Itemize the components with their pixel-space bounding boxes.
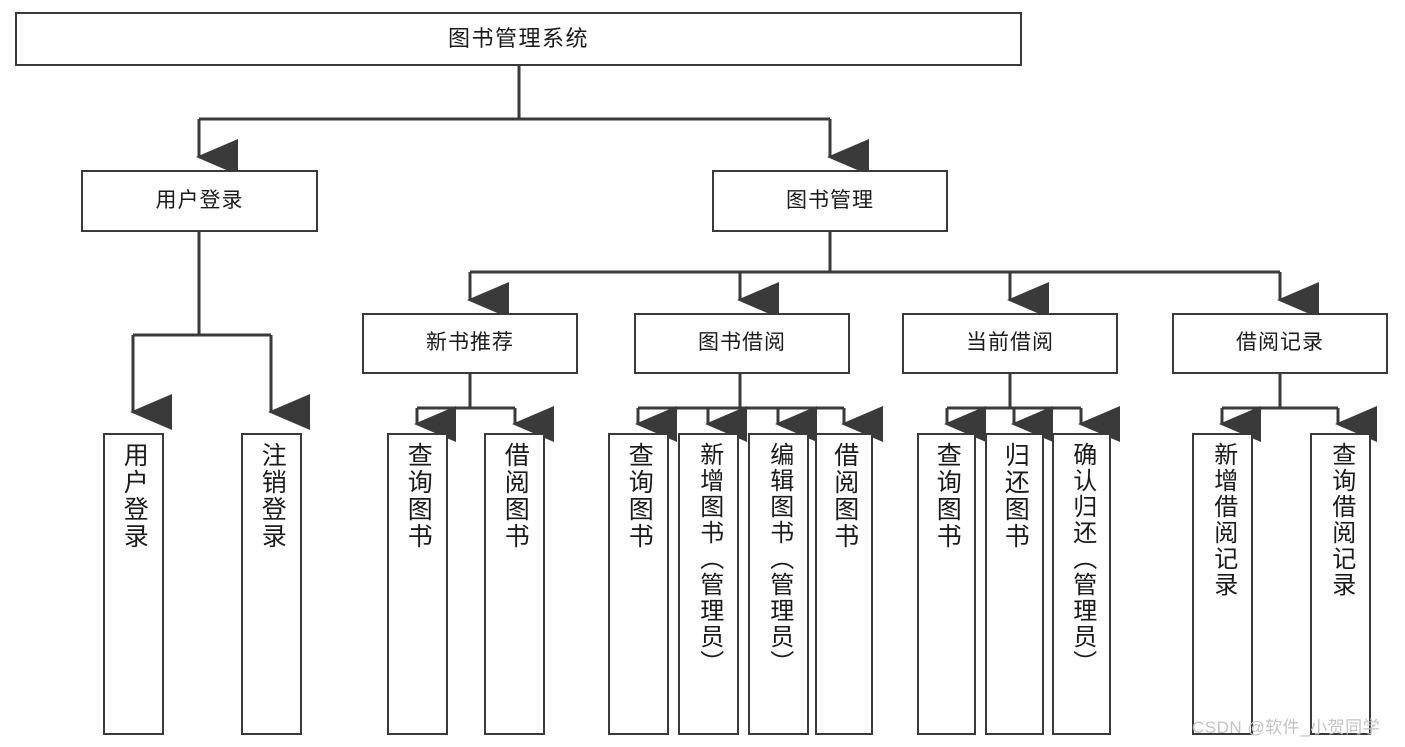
node-label: 确认归还（管理员）	[1068, 442, 1096, 676]
leaf-new-book-borrow-book[interactable]: 借阅图书	[484, 433, 545, 735]
node-label: 编辑图书（管理员）	[765, 442, 793, 676]
node-current-borrow[interactable]: 当前借阅	[902, 313, 1118, 374]
node-label: 借阅图书	[501, 442, 530, 550]
node-label: 新增图书（管理员）	[695, 442, 723, 676]
csdn-watermark: CSDN @软件_小贺同学	[1192, 718, 1381, 737]
node-user-login[interactable]: 用户登录	[81, 170, 318, 232]
leaf-borrow-record-add-record[interactable]: 新增借阅记录	[1192, 433, 1253, 735]
leaf-book-borrow-add-book-admin[interactable]: 新增图书（管理员）	[678, 433, 739, 735]
node-book-management[interactable]: 图书管理	[712, 170, 948, 232]
node-label: 图书管理	[786, 188, 874, 212]
leaf-current-borrow-return-book[interactable]: 归还图书	[985, 433, 1044, 735]
node-label: 用户登录	[120, 442, 149, 550]
node-root-book-management-system[interactable]: 图书管理系统	[15, 12, 1022, 66]
leaf-current-borrow-query-book[interactable]: 查询图书	[917, 433, 976, 735]
leaf-new-book-query-book[interactable]: 查询图书	[387, 433, 448, 735]
node-label: 借阅记录	[1236, 331, 1324, 355]
leaf-current-borrow-confirm-return-admin[interactable]: 确认归还（管理员）	[1052, 433, 1111, 735]
leaf-user-login-login[interactable]: 用户登录	[103, 433, 164, 735]
node-label: 图书管理系统	[447, 26, 589, 52]
node-label: 查询图书	[625, 442, 654, 550]
node-label: 注销登录	[258, 442, 287, 550]
node-label: 新增借阅记录	[1209, 442, 1237, 598]
node-label: 归还图书	[1001, 442, 1030, 550]
node-label: 用户登录	[155, 188, 244, 212]
leaf-book-borrow-borrow-book[interactable]: 借阅图书	[815, 433, 873, 735]
node-label: 查询图书	[933, 442, 962, 550]
node-new-book-recommend[interactable]: 新书推荐	[362, 313, 578, 374]
node-label: 新书推荐	[426, 331, 514, 355]
node-label: 当前借阅	[966, 331, 1054, 355]
node-label: 借阅图书	[830, 442, 859, 550]
leaf-borrow-record-query-record[interactable]: 查询借阅记录	[1310, 433, 1371, 735]
node-borrow-record[interactable]: 借阅记录	[1172, 313, 1388, 374]
node-label: 查询借阅记录	[1327, 442, 1355, 598]
leaf-user-login-logout[interactable]: 注销登录	[241, 433, 302, 735]
node-label: 查询图书	[404, 442, 433, 550]
leaf-book-borrow-edit-book-admin[interactable]: 编辑图书（管理员）	[748, 433, 809, 735]
node-book-borrow[interactable]: 图书借阅	[634, 313, 850, 374]
leaf-book-borrow-query-book[interactable]: 查询图书	[608, 433, 669, 735]
node-label: 图书借阅	[698, 331, 786, 355]
